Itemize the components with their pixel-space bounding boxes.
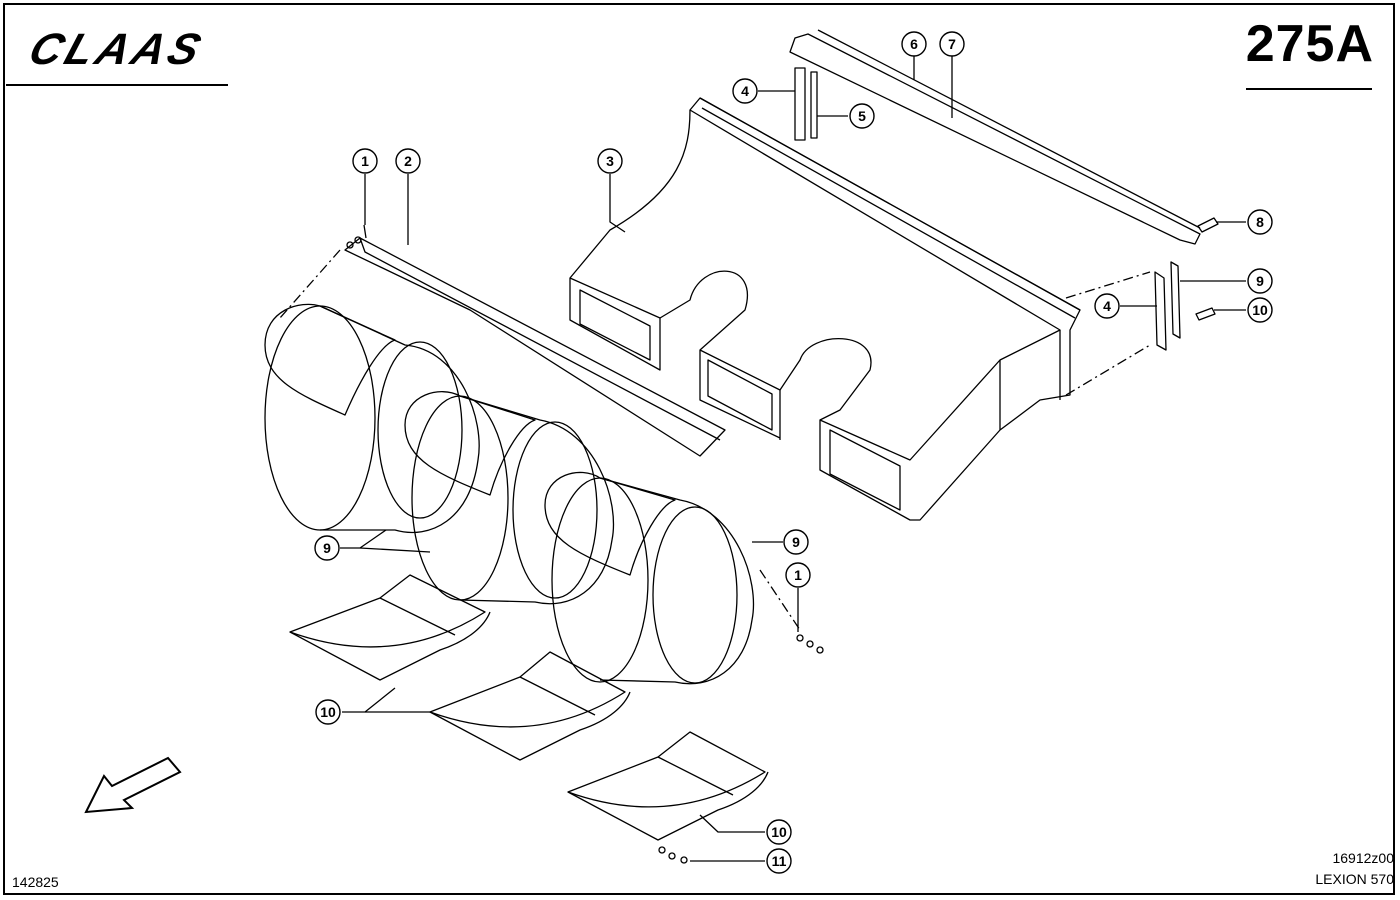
bracket-right xyxy=(1154,261,1181,351)
drawing-number: 16912z00 xyxy=(1332,850,1394,866)
callout-9: 9 xyxy=(1247,268,1273,294)
callout-circle xyxy=(314,535,340,561)
callout-9: 9 xyxy=(314,535,340,561)
callout-8: 8 xyxy=(1247,209,1273,235)
sealing-strip xyxy=(789,29,1201,245)
callout-circle xyxy=(785,562,811,588)
logo-underline xyxy=(6,84,228,86)
callout-circle xyxy=(766,848,792,874)
callout-6: 6 xyxy=(901,31,927,57)
cover-1 xyxy=(289,574,491,681)
callout-label: 8 xyxy=(1256,214,1264,230)
callout-label: 5 xyxy=(858,108,866,124)
fan-housing-3 xyxy=(544,471,755,685)
footer-info: 16912z00 LEXION 570 xyxy=(1315,848,1394,890)
callout-circle xyxy=(352,148,378,174)
callout-label: 10 xyxy=(771,824,787,840)
callout-1: 1 xyxy=(785,562,811,588)
leader-lines xyxy=(340,56,1246,862)
callout-label: 7 xyxy=(948,36,956,52)
page-number: 275A xyxy=(1245,15,1374,73)
callout-label: 11 xyxy=(772,853,787,869)
callout-10: 10 xyxy=(1247,297,1273,323)
callout-2: 2 xyxy=(395,148,421,174)
fan-housing-2 xyxy=(404,391,615,605)
callout-label: 3 xyxy=(606,153,614,169)
assembly-lines xyxy=(279,249,1151,631)
cover-2 xyxy=(429,651,631,761)
machine-model: LEXION 570 xyxy=(1315,871,1394,887)
callout-10: 10 xyxy=(315,699,341,725)
callout-3: 3 xyxy=(597,148,623,174)
callout-circle xyxy=(766,819,792,845)
bolt-8b xyxy=(1195,307,1216,321)
callout-circle xyxy=(849,103,875,129)
callout-circle xyxy=(732,78,758,104)
callout-11: 11 xyxy=(766,848,792,874)
fasteners-1a xyxy=(346,224,367,249)
claas-logo: CLAAS xyxy=(23,24,211,74)
callout-group: 1 2 3 4 5 6 7 8 9 10 4 1 9 9 10 10 11 xyxy=(314,31,1273,874)
cover-3 xyxy=(567,731,769,841)
callout-4: 4 xyxy=(732,78,758,104)
arrow-down-left-icon xyxy=(84,756,182,814)
callout-circle xyxy=(901,31,927,57)
callout-10: 10 xyxy=(766,819,792,845)
bolt-8a xyxy=(1197,217,1219,233)
callout-label: 9 xyxy=(1256,273,1264,289)
main-air-duct xyxy=(569,97,1081,521)
callout-1: 1 xyxy=(352,148,378,174)
fasteners-1b xyxy=(796,634,824,654)
callout-label: 1 xyxy=(794,567,802,583)
callout-circle xyxy=(597,148,623,174)
callout-circle xyxy=(1094,293,1120,319)
callout-label: 9 xyxy=(792,534,800,550)
page-frame xyxy=(3,3,1395,895)
callout-label: 10 xyxy=(320,704,336,720)
callout-circle xyxy=(1247,297,1273,323)
callout-label: 1 xyxy=(361,153,369,169)
footer-code: 142825 xyxy=(12,874,59,890)
callout-circle xyxy=(1247,209,1273,235)
callout-label: 2 xyxy=(404,153,412,169)
callout-5: 5 xyxy=(849,103,875,129)
callout-label: 10 xyxy=(1252,302,1268,318)
callout-label: 9 xyxy=(323,540,331,556)
deflector-strip xyxy=(344,237,726,457)
callout-circle xyxy=(783,529,809,555)
callout-circle xyxy=(395,148,421,174)
fasteners-11 xyxy=(658,846,688,864)
callout-7: 7 xyxy=(939,31,965,57)
callout-9: 9 xyxy=(783,529,809,555)
callout-label: 4 xyxy=(1103,298,1111,314)
bracket-top xyxy=(794,67,818,141)
callout-circle xyxy=(315,699,341,725)
callout-circle xyxy=(1247,268,1273,294)
svg-text:CLAAS: CLAAS xyxy=(23,24,211,74)
fan-housing-1 xyxy=(264,303,480,534)
page-number-underline xyxy=(1246,88,1372,90)
callout-circle xyxy=(939,31,965,57)
callout-4: 4 xyxy=(1094,293,1120,319)
callout-label: 6 xyxy=(910,36,918,52)
callout-label: 4 xyxy=(741,83,749,99)
